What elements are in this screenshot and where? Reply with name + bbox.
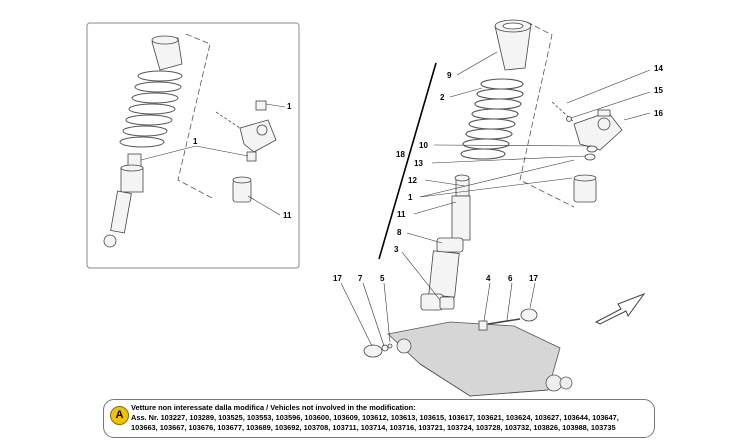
note-badge: A bbox=[110, 406, 129, 425]
callout-8: 8 bbox=[397, 228, 402, 237]
top-mount bbox=[551, 101, 623, 151]
callout-11: 11 bbox=[397, 210, 406, 219]
inset-damper bbox=[103, 153, 144, 248]
callout-1: 1 bbox=[408, 193, 413, 202]
callout-4: 4 bbox=[486, 274, 491, 283]
bump-stop bbox=[573, 145, 598, 203]
callout-17-right: 17 bbox=[529, 274, 538, 283]
main-leaders bbox=[340, 51, 651, 347]
callout-6: 6 bbox=[508, 274, 513, 283]
callout-12: 12 bbox=[408, 176, 417, 185]
callout-13: 13 bbox=[414, 159, 423, 168]
callout-7: 7 bbox=[358, 274, 363, 283]
inset-axis bbox=[177, 33, 213, 199]
callout-16: 16 bbox=[654, 109, 663, 118]
inset-bump-stop bbox=[232, 151, 257, 203]
note-line-1: Vetture non interessate dalla modifica /… bbox=[131, 403, 416, 412]
direction-arrow bbox=[594, 292, 646, 325]
callout-10: 10 bbox=[419, 141, 428, 150]
note-line-2: Ass. Nr. 103227, 103289, 103525, 103553,… bbox=[131, 413, 619, 422]
note-box: A Vetture non interessate dalla modifica… bbox=[103, 399, 655, 438]
inset-leaders bbox=[140, 103, 286, 216]
callout-5: 5 bbox=[380, 274, 385, 283]
inset-panel: 1 1 11 bbox=[86, 22, 300, 269]
inset-upper-cap bbox=[151, 35, 183, 71]
callout-14: 14 bbox=[654, 64, 663, 73]
callout-9: 9 bbox=[447, 71, 452, 80]
inset-callout-1b: 1 bbox=[193, 137, 198, 146]
inset-bracket bbox=[215, 100, 277, 153]
main-axis bbox=[519, 21, 575, 208]
callout-17-left: 17 bbox=[333, 274, 342, 283]
callout-18: 18 bbox=[396, 150, 405, 159]
inset-callout-1: 1 bbox=[287, 102, 292, 111]
note-line-3: 103663, 103667, 103676, 103677, 103689, … bbox=[131, 423, 616, 432]
loose-parts bbox=[363, 296, 538, 358]
group-bracket-18 bbox=[378, 62, 437, 260]
callout-15: 15 bbox=[654, 86, 663, 95]
note-text: Vetture non interessate dalla modifica /… bbox=[131, 403, 651, 433]
callout-3: 3 bbox=[394, 245, 399, 254]
lower-frame bbox=[387, 321, 573, 397]
inset-spring bbox=[119, 70, 183, 148]
coil-spring bbox=[460, 78, 524, 160]
main-assembly: 9 2 14 15 16 10 18 13 12 1 11 8 3 17 7 5… bbox=[333, 19, 663, 397]
spring-cap bbox=[494, 19, 532, 71]
callout-2: 2 bbox=[440, 93, 445, 102]
inset-callout-11: 11 bbox=[283, 211, 292, 220]
